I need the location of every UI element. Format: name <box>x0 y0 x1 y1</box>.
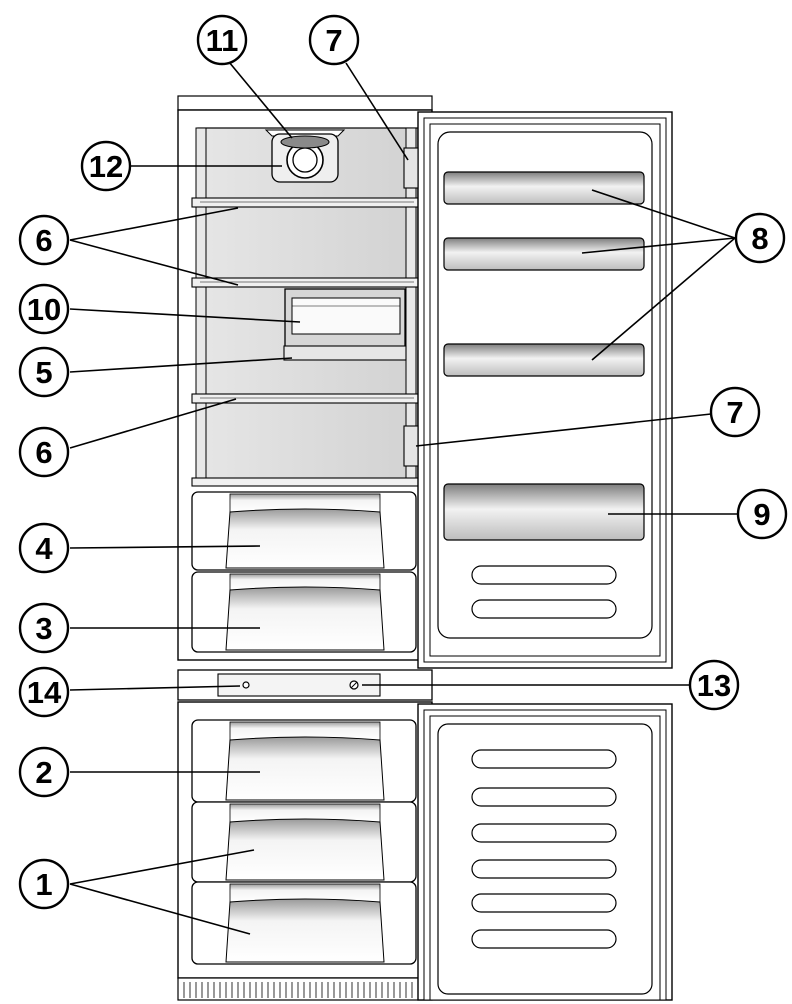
svg-text:13: 13 <box>697 668 731 703</box>
callout-12: 12 <box>80 140 132 192</box>
door-egg-ridge-2 <box>471 599 617 619</box>
bottle-rack <box>443 483 645 541</box>
svg-text:3: 3 <box>35 611 52 646</box>
crisper-drawer-upper[interactable] <box>191 491 417 571</box>
callout-11: 11 <box>196 14 248 66</box>
callout-14: 14 <box>18 666 70 718</box>
callout-6-lower: 6 <box>18 426 70 478</box>
freezer-door-ridge-3 <box>471 823 617 843</box>
svg-text:8: 8 <box>751 221 768 256</box>
control-panel <box>177 669 433 701</box>
freezer-drawer-3[interactable] <box>191 881 417 965</box>
door-balcony-2 <box>443 237 645 271</box>
door-egg-ridge-1 <box>471 565 617 585</box>
crisper-drawer-lower[interactable] <box>191 571 417 653</box>
cabinet <box>177 95 433 1001</box>
svg-text:7: 7 <box>726 395 743 430</box>
callout-2: 2 <box>18 746 70 798</box>
door-balcony-3 <box>443 343 645 377</box>
callout-10: 10 <box>18 283 70 335</box>
freezer-door-ridge-1 <box>471 749 617 769</box>
callout-5: 5 <box>18 346 70 398</box>
base-grille <box>177 977 433 1001</box>
leader-lines <box>69 61 738 935</box>
svg-text:10: 10 <box>27 292 61 327</box>
svg-text:7: 7 <box>325 23 342 58</box>
chiller-compartment <box>283 288 407 361</box>
callout-4: 4 <box>18 522 70 574</box>
freezer-drawer-1[interactable] <box>191 719 417 803</box>
freezer-door-ridge-6 <box>471 929 617 949</box>
freezer-door-ridge-4 <box>471 859 617 879</box>
chiller-holder <box>283 345 407 361</box>
callout-3: 3 <box>18 602 70 654</box>
callout-7-top: 7 <box>308 14 360 66</box>
svg-text:6: 6 <box>35 435 52 470</box>
freezer-door-ridge-2 <box>471 787 617 807</box>
door-hinge-lower <box>403 425 419 467</box>
svg-text:2: 2 <box>35 755 52 790</box>
callout-1: 1 <box>18 858 70 910</box>
svg-text:4: 4 <box>35 531 53 566</box>
indicator-light <box>242 681 250 689</box>
thermostat-dial[interactable] <box>280 135 330 149</box>
freezer-door-ridge-5 <box>471 893 617 913</box>
door-balcony-1 <box>443 171 645 205</box>
callout-13: 13 <box>688 659 740 711</box>
svg-text:12: 12 <box>89 149 123 184</box>
thermostat <box>264 129 346 183</box>
svg-text:14: 14 <box>27 675 62 710</box>
svg-text:11: 11 <box>206 23 239 58</box>
svg-text:5: 5 <box>35 355 52 390</box>
fridge-door[interactable] <box>417 111 673 669</box>
callout-8: 8 <box>734 212 786 264</box>
door-hinge-upper <box>403 147 419 189</box>
callout-7-middle: 7 <box>709 386 761 438</box>
freezer-drawer-2[interactable] <box>191 801 417 883</box>
freezer-door[interactable] <box>417 703 673 1001</box>
svg-text:9: 9 <box>753 497 770 532</box>
svg-text:1: 1 <box>35 867 52 902</box>
callout-9: 9 <box>736 488 788 540</box>
callout-6-upper: 6 <box>18 214 70 266</box>
shelf-upper <box>191 197 421 208</box>
svg-text:6: 6 <box>35 223 52 258</box>
